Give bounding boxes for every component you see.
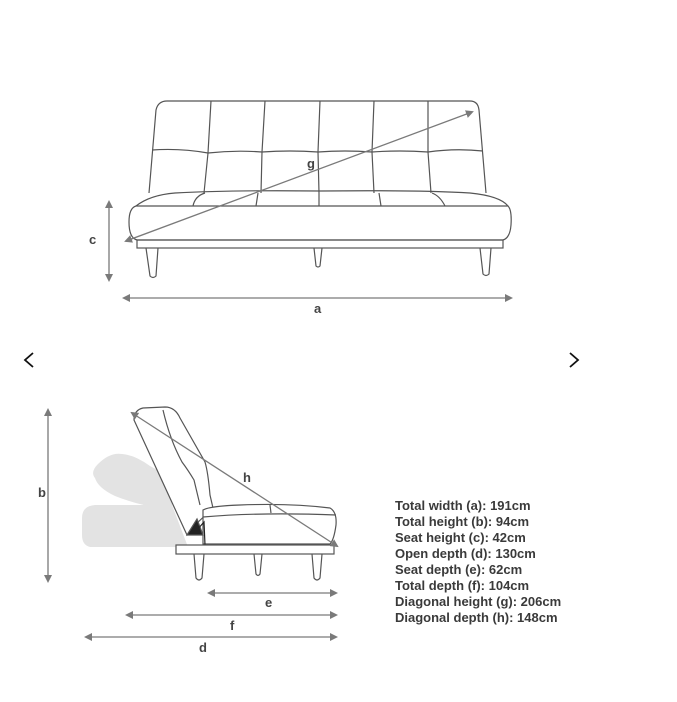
spec-total-width: Total width (a): 191cm: [395, 498, 531, 513]
front-view-dimensions: [105, 110, 513, 302]
label-d: d: [199, 640, 207, 655]
diagonal-height-arrow-g: [124, 110, 474, 243]
chevron-right-icon: [569, 352, 580, 368]
chevron-left-icon: [23, 352, 34, 368]
side-view-dimensions: [44, 408, 339, 641]
spec-seat-depth: Seat depth (e): 62cm: [395, 562, 523, 577]
spec-open-depth: Open depth (d): 130cm: [395, 546, 536, 561]
label-a: a: [314, 301, 322, 316]
spec-total-depth: Total depth (f): 104cm: [395, 578, 530, 593]
next-image-button[interactable]: [562, 348, 586, 372]
previous-image-button[interactable]: [17, 348, 41, 372]
spec-total-height: Total height (b): 94cm: [395, 514, 530, 529]
front-view-sofa: [128, 100, 512, 279]
dimension-specs-list: Total width (a): 191cm Total height (b):…: [395, 498, 561, 626]
spec-diagonal-depth: Diagonal depth (h): 148cm: [395, 610, 558, 625]
label-b: b: [38, 485, 46, 500]
label-e: e: [265, 595, 273, 610]
label-c: c: [89, 232, 97, 247]
label-f: f: [230, 618, 235, 633]
spec-seat-height: Seat height (c): 42cm: [395, 530, 526, 545]
spec-diagonal-height: Diagonal height (g): 206cm: [395, 594, 562, 609]
label-g: g: [307, 156, 315, 171]
label-h: h: [243, 470, 251, 485]
diagonal-depth-arrow-h: [130, 411, 339, 548]
